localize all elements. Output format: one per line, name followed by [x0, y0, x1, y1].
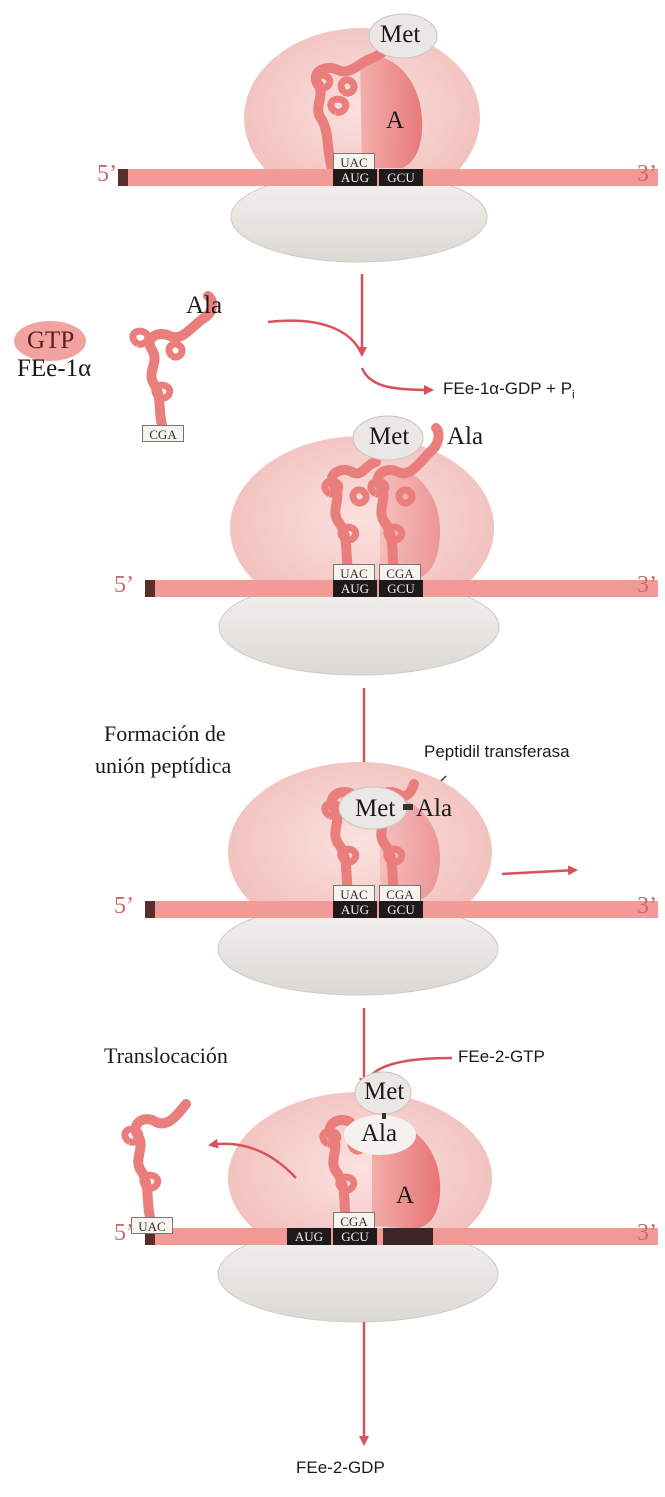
- mrna-dark-segment: [383, 1228, 433, 1245]
- peptidil-transferasa-label: Peptidil transferasa: [424, 742, 570, 762]
- stage-2: [145, 416, 658, 675]
- codon-gcu: GCU: [379, 580, 423, 597]
- codon-aug: AUG: [287, 1228, 331, 1245]
- codon-gcu: GCU: [333, 1228, 377, 1245]
- codon-aug: AUG: [333, 901, 377, 918]
- formacion-label-line1: Formación de: [104, 721, 226, 747]
- peptide-bond: [382, 1113, 386, 1119]
- three-prime-label: 3’: [637, 572, 657, 599]
- met-label: Met: [355, 795, 395, 823]
- fee2-gdp-label: FEe-2-GDP: [296, 1458, 385, 1478]
- formacion-label-line2: unión peptídica: [95, 753, 231, 779]
- five-prime-label: 5’: [114, 572, 134, 599]
- anticodon-cga: CGA: [379, 564, 421, 581]
- met-label: Met: [380, 21, 420, 49]
- fee1a-gdp-label: FEe-1α-GDP + Pi: [443, 379, 575, 401]
- fee2-gtp-label: FEe-2-GTP: [458, 1047, 545, 1067]
- codon-aug: AUG: [333, 169, 377, 186]
- met-label: Met: [364, 1078, 404, 1106]
- five-prime-label: 5’: [97, 161, 117, 188]
- met-label: Met: [369, 423, 409, 451]
- fee1a-label: FEe-1α: [17, 355, 91, 383]
- a-site-label: A: [386, 107, 404, 135]
- anticodon-uac: UAC: [333, 153, 375, 170]
- codon-aug: AUG: [333, 580, 377, 597]
- ala-label: Ala: [186, 292, 222, 320]
- mrna-cap: [145, 901, 155, 918]
- codon-gcu: GCU: [379, 169, 423, 186]
- ala-label: Ala: [416, 795, 452, 823]
- stage-1: [118, 14, 658, 262]
- anticodon-uac-released: UAC: [131, 1217, 173, 1234]
- translocacion-label: Translocación: [104, 1043, 228, 1069]
- three-prime-label: 3’: [637, 161, 657, 188]
- mrna-cap: [145, 580, 155, 597]
- anticodon-cga: CGA: [333, 1212, 375, 1229]
- mrna-cap: [118, 169, 128, 186]
- ala-label: Ala: [447, 423, 483, 451]
- peptide-bond: [403, 804, 413, 810]
- anticodon-uac: UAC: [333, 885, 375, 902]
- trna-released: [136, 1104, 186, 1217]
- ala-label: Ala: [361, 1120, 397, 1148]
- codon-gcu: GCU: [379, 901, 423, 918]
- three-prime-label: 3’: [637, 1220, 657, 1247]
- arrow-mrna-direction: [502, 870, 576, 874]
- anticodon-cga: CGA: [379, 885, 421, 902]
- three-prime-label: 3’: [637, 893, 657, 920]
- a-site-label: A: [396, 1182, 414, 1210]
- arrow-gdp-release: [362, 368, 432, 390]
- five-prime-label: 5’: [114, 893, 134, 920]
- anticodon-cga: CGA: [142, 425, 184, 442]
- stage-3: [145, 762, 658, 995]
- five-prime-label: 5’: [114, 1220, 134, 1247]
- anticodon-uac: UAC: [333, 564, 375, 581]
- arrow-incoming-trna: [268, 321, 362, 355]
- gtp-label: GTP: [27, 327, 74, 355]
